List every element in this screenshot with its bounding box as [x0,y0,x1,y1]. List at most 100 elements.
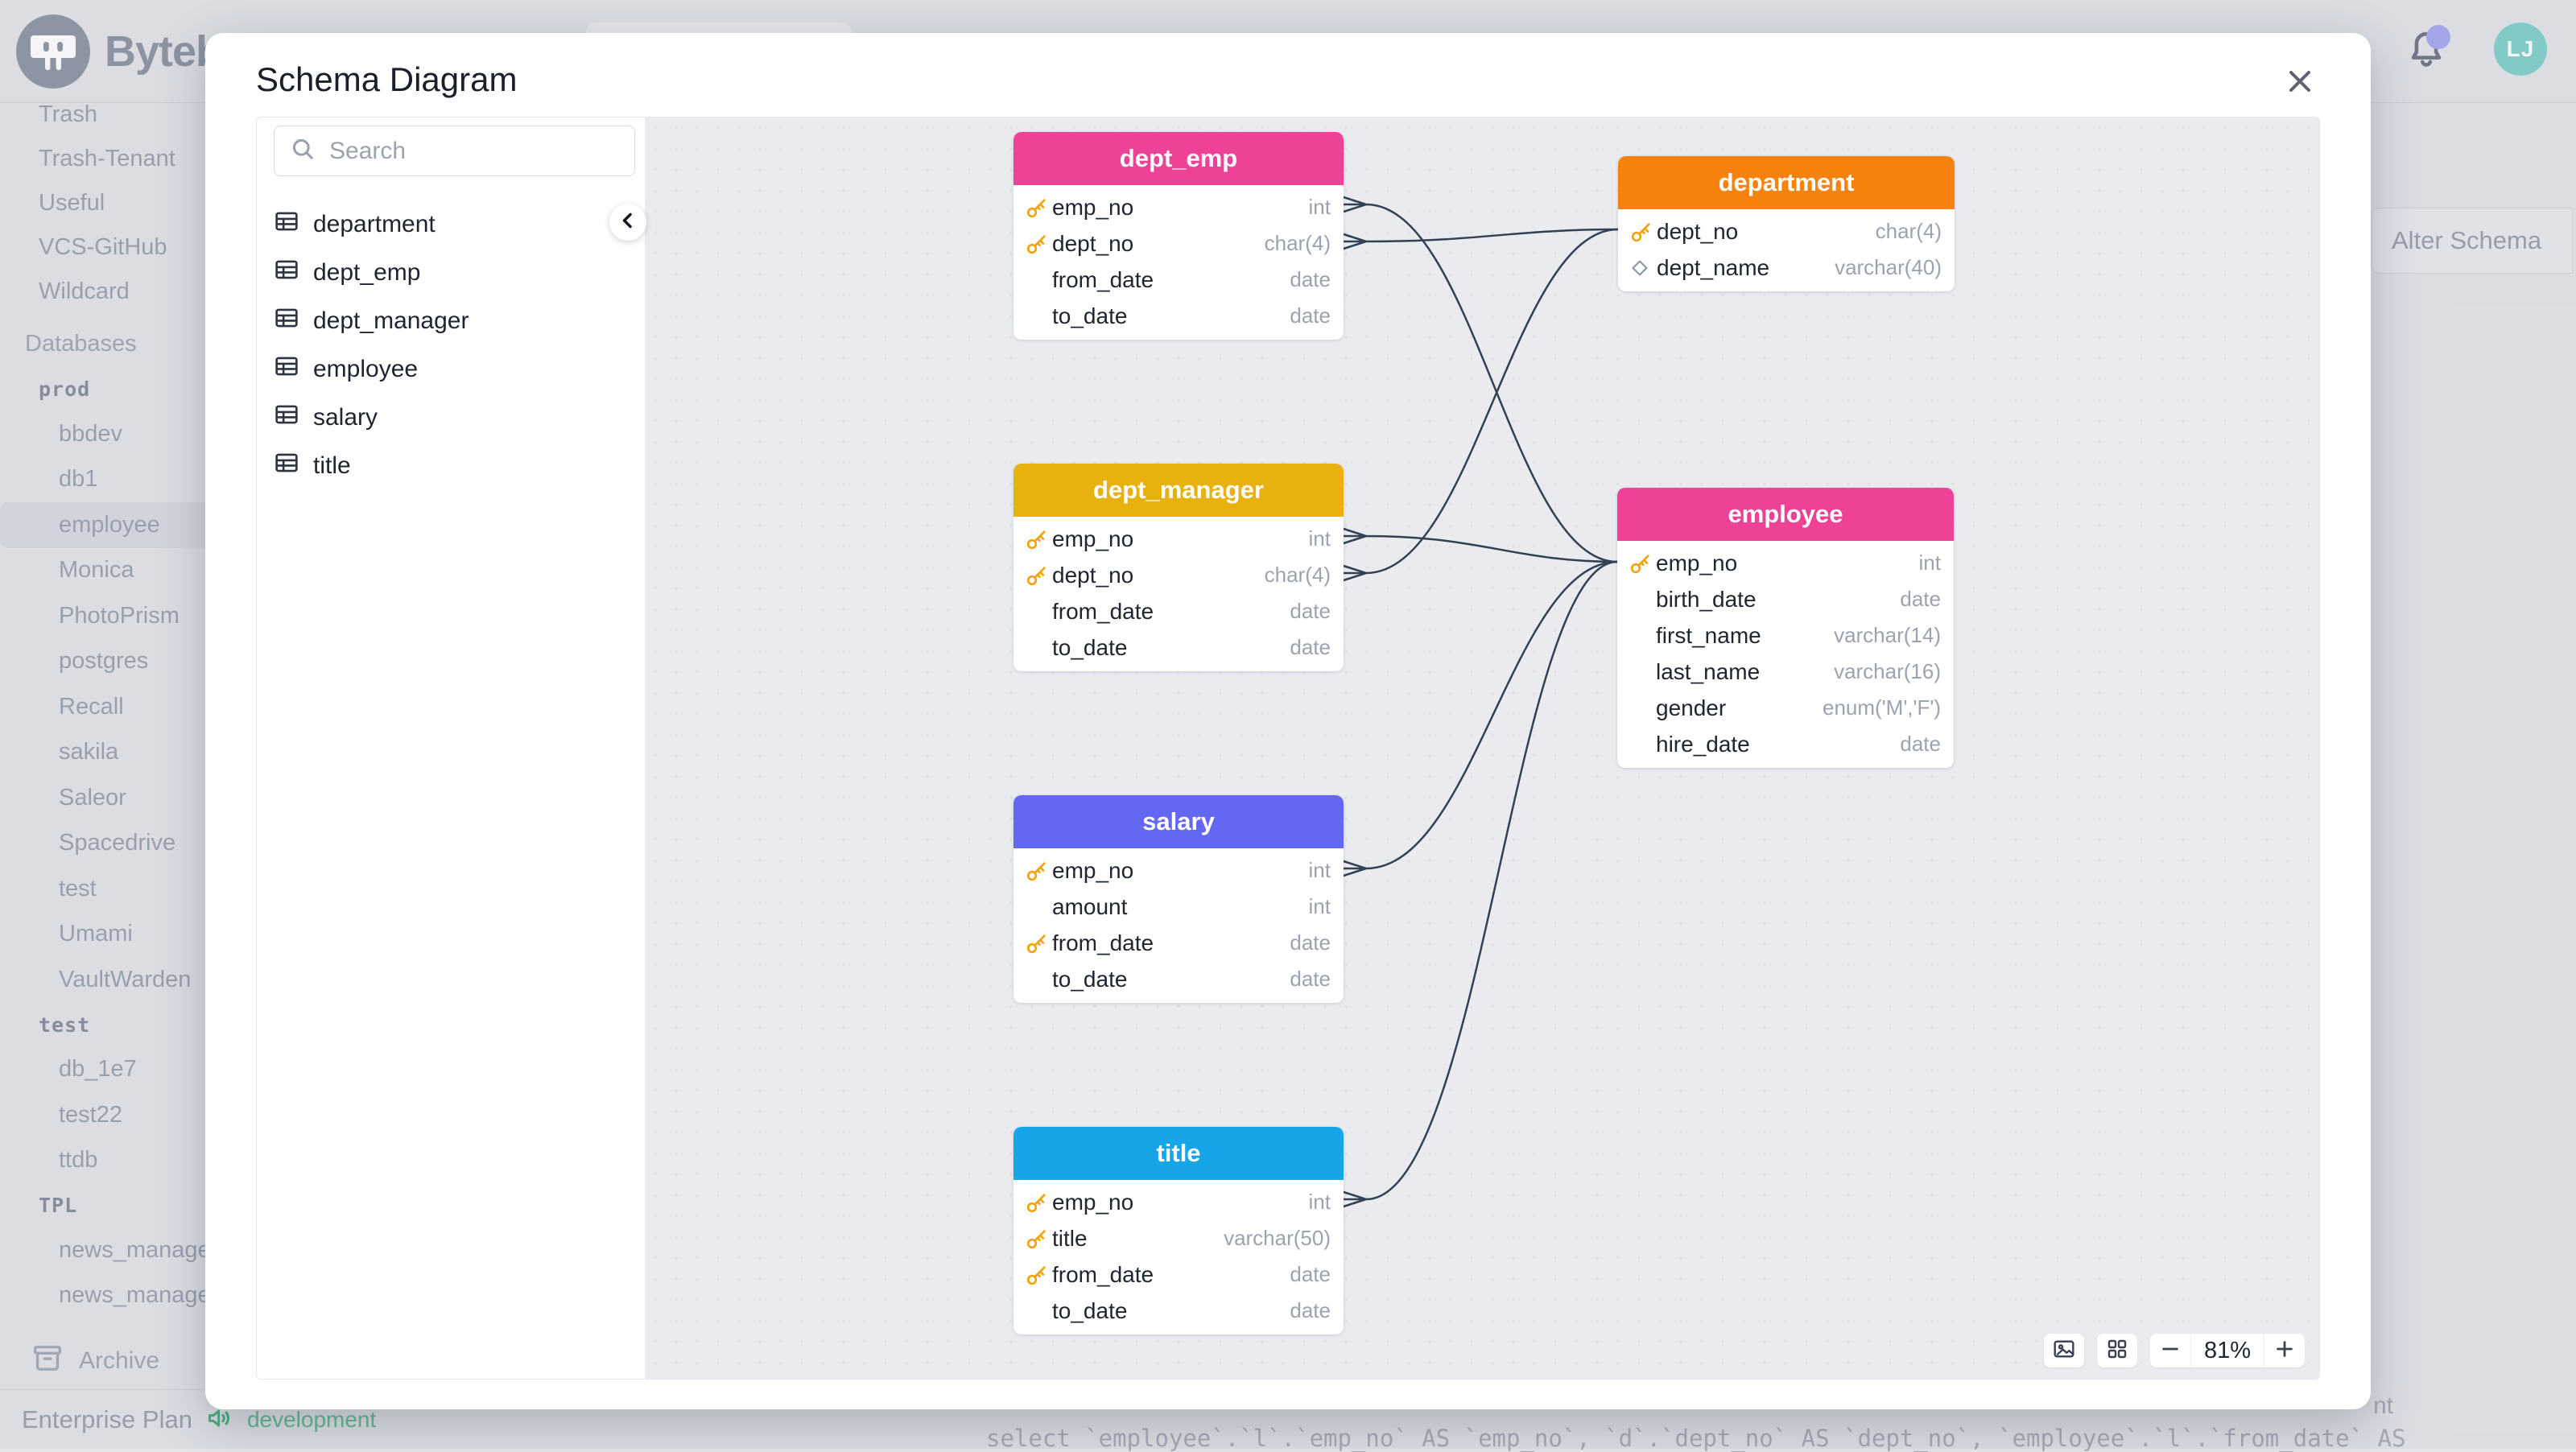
collapse-panel-button[interactable] [609,204,646,241]
sidebar-item-wildcard[interactable]: Wildcard [39,278,130,304]
table-row: from_date date [1013,262,1344,298]
relationship-line-dept_manager-department [1342,228,1620,582]
table-list-item-title[interactable]: title [265,442,637,490]
sidebar-db-saleor[interactable]: Saleor [59,784,126,811]
sidebar-item-trash[interactable]: Trash [39,101,98,127]
field-name: from_date [1052,266,1154,292]
table-list-item-department[interactable]: department [265,200,637,249]
table-icon [273,304,300,338]
field-name: hire_date [1656,731,1750,757]
field-type: varchar(16) [1834,659,1941,683]
sidebar-db-umami[interactable]: Umami [59,921,133,947]
sidebar-db-spacedrive[interactable]: Spacedrive [59,830,176,856]
sidebar-db-news-manage-1[interactable]: news_manage [59,1236,211,1263]
table-card-title: dept_manager [1013,464,1344,517]
table-list-item-salary[interactable]: salary [265,394,637,442]
field-name: dept_no [1052,562,1134,588]
field-name: birth_date [1656,586,1757,612]
avatar[interactable]: LJ [2494,23,2547,76]
zoom-level: 81% [2203,1337,2252,1363]
field-name: to_date [1052,634,1128,660]
archive-link[interactable]: Archive [29,1339,159,1384]
search-box[interactable] [274,126,642,176]
relationship-line-title-employee [1342,560,1619,1208]
modal-title: Schema Diagram [256,60,518,98]
table-list-item-employee[interactable]: employee [265,345,637,394]
close-icon[interactable] [2277,59,2322,104]
field-name: gender [1656,695,1727,720]
archive-icon [29,1339,66,1383]
table-icon [273,401,300,435]
primary-key-icon [1025,563,1052,588]
sidebar-db-recall[interactable]: Recall [59,693,124,720]
sidebar-db-bbdev[interactable]: bbdev [59,420,123,447]
sidebar-db-monica[interactable]: Monica [59,557,134,584]
sidebar-db-vaultwarden[interactable]: VaultWarden [59,966,192,992]
field-name: to_date [1052,1297,1128,1323]
field-name: to_date [1052,966,1128,992]
field-name: first_name [1656,622,1761,648]
table-list-item-dept_manager[interactable]: dept_manager [265,297,637,345]
sidebar-group-tpl[interactable]: TPL [39,1194,78,1217]
sidebar-db-db1[interactable]: db1 [59,466,98,493]
sidebar-db-test[interactable]: test [59,875,97,901]
primary-key-icon [1025,859,1052,883]
minus-icon [2159,1338,2182,1364]
field-type: date [1290,967,1331,991]
field-type: date [1290,267,1331,291]
zoom-in-button[interactable] [2264,1334,2305,1367]
sidebar-db-news-manage-2[interactable]: news_manage [59,1282,211,1309]
zoom-out-button[interactable] [2150,1334,2191,1367]
table-list-panel: department dept_emp dept_manager employe… [257,118,645,1379]
sidebar-item-useful[interactable]: Useful [39,190,105,216]
unique-index-icon [1629,256,1657,280]
field-type: varchar(14) [1834,623,1941,647]
field-name: emp_no [1052,857,1134,883]
alter-schema-button[interactable]: Alter Schema [2372,208,2573,274]
search-input[interactable] [328,136,642,166]
sidebar-db-test22[interactable]: test22 [59,1101,122,1128]
sidebar-db-sakila[interactable]: sakila [59,739,119,765]
export-image-button[interactable] [2044,1334,2084,1367]
canvas-controls: 81% [2044,1334,2305,1367]
sidebar-item-trash-tenant[interactable]: Trash-Tenant [39,146,175,171]
sidebar-db-postgres[interactable]: postgres [59,648,149,674]
sidebar-group-prod[interactable]: prod [39,377,91,401]
field-name: emp_no [1052,526,1134,551]
field-type: date [1290,303,1331,328]
field-name: emp_no [1052,194,1134,220]
sidebar-db-photoprism[interactable]: PhotoPrism [59,602,180,629]
sidebar-db-ttdb[interactable]: ttdb [59,1147,98,1174]
field-type: date [1290,1262,1331,1286]
notifications-bell-icon[interactable] [2401,23,2452,75]
primary-key-icon [1025,527,1052,551]
grid-layout-icon [2104,1336,2130,1366]
table-list-item-dept_emp[interactable]: dept_emp [265,249,637,297]
table-card-title: dept_emp [1013,132,1344,185]
plan-label: Enterprise Plan [22,1405,192,1433]
sidebar-group-test[interactable]: test [39,1013,91,1037]
sidebar-db-db_1e7[interactable]: db_1e7 [59,1056,137,1083]
auto-layout-button[interactable] [2097,1334,2137,1367]
table-row: first_name varchar(14) [1617,617,1954,654]
field-type: char(4) [1264,231,1331,255]
sidebar-item-vcs-github[interactable]: VCS-GitHub [39,234,167,260]
schema-diagram-modal: Schema Diagram department dept_emp [205,33,2371,1409]
sidebar-db-employee[interactable]: employee [0,502,242,548]
table-row: to_date date [1013,961,1344,997]
table-icon [273,353,300,386]
